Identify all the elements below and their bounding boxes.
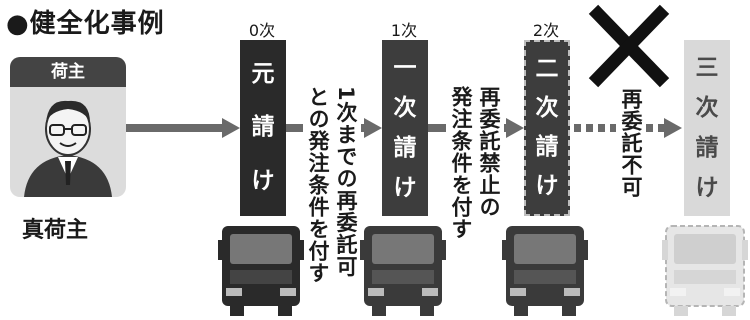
third-char-3: 請 [695, 134, 719, 161]
tier-label-2: 2次 [532, 21, 560, 40]
first-char-4: け [393, 174, 417, 201]
first-char-3: 請 [393, 134, 417, 161]
third-char-2: 次 [695, 94, 719, 121]
tier-label-0: 0次 [248, 21, 276, 40]
third-char-4: け [695, 174, 719, 201]
second-char-4: け [535, 173, 559, 199]
tier-label-1: 1次 [390, 21, 418, 40]
note-2-line-2: 発注条件を付す [446, 86, 476, 240]
truck-icon [662, 225, 748, 316]
person-icon [24, 100, 112, 197]
truck-icon [502, 226, 588, 316]
prime-char-2: 請 [251, 114, 275, 141]
prime-char-1: 元 [251, 61, 275, 88]
first-char-1: 一 [393, 54, 417, 81]
truck-icon [360, 226, 446, 316]
second-char-3: 請 [535, 134, 559, 160]
note-1-line-2: との発注条件を付す [303, 86, 333, 284]
page-title: ●健全化事例 [6, 9, 165, 39]
note-3-line-1: 再委託不可 [616, 88, 646, 198]
third-char-1: 三 [695, 54, 719, 81]
prime-char-3: け [251, 167, 275, 194]
shipper-card: 荷主 [10, 57, 126, 197]
contractor-box-second: 二 次 請 け [524, 40, 570, 216]
forbidden-x-icon [588, 4, 670, 88]
contractor-box-third: 三 次 請 け [684, 40, 730, 216]
second-char-2: 次 [535, 95, 559, 121]
note-1-line-1: 1次までの再委託可 [331, 86, 361, 278]
note-2-line-1: 再委託禁止の [474, 86, 504, 218]
contractor-box-prime: 元 請 け [240, 40, 286, 216]
contractor-box-first: 一 次 請 け [382, 40, 428, 216]
shipper-card-label: 荷主 [10, 57, 126, 87]
second-char-1: 二 [535, 56, 559, 82]
first-char-2: 次 [393, 94, 417, 121]
shipper-name: 真荷主 [22, 218, 89, 243]
truck-icon [218, 226, 304, 316]
